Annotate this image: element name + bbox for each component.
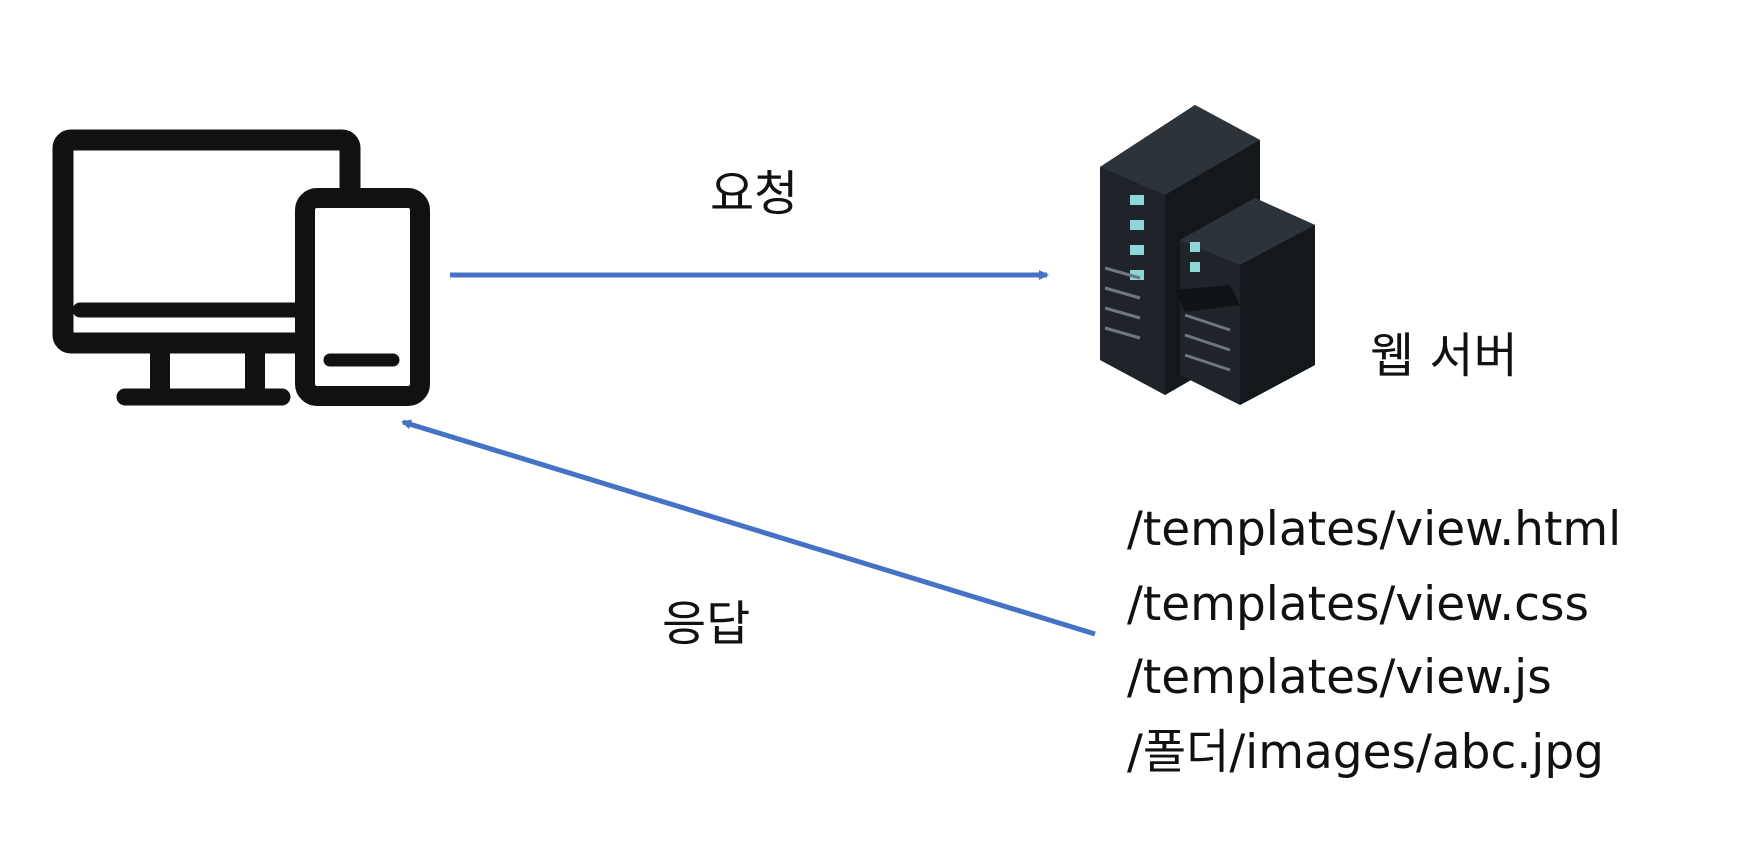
file-list: /templates/view.html /templates/view.css… bbox=[1127, 502, 1621, 780]
file-path: /templates/view.js bbox=[1127, 650, 1552, 705]
file-path: /templates/view.html bbox=[1127, 502, 1621, 557]
response-arrow bbox=[401, 419, 1096, 637]
server-label: 웹 서버 bbox=[1370, 328, 1518, 384]
request-label: 요청 bbox=[710, 166, 798, 222]
desktop-and-phone-icon bbox=[52, 129, 430, 406]
file-path: /templates/view.css bbox=[1127, 577, 1589, 632]
file-path: /폴더/images/abc.jpg bbox=[1127, 725, 1604, 780]
response-label: 응답 bbox=[662, 596, 750, 652]
server-rack-icon bbox=[1100, 105, 1315, 405]
